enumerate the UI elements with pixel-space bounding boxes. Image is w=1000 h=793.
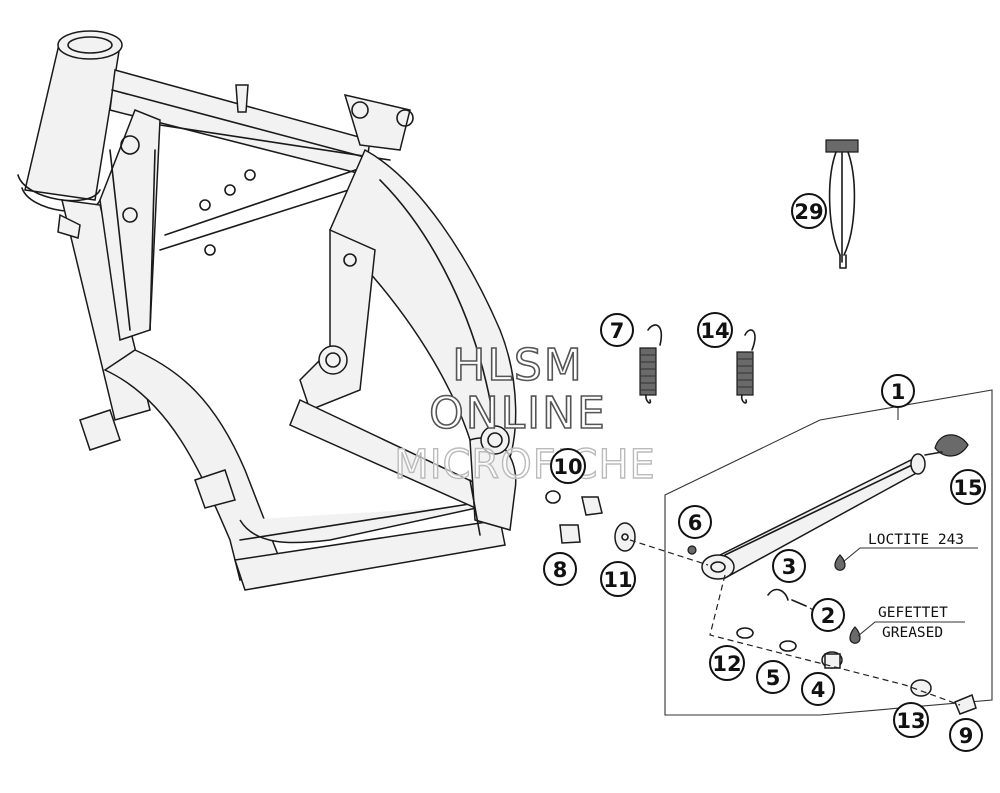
callout-11[interactable]: 11 [600, 561, 636, 597]
callout-5-label: 5 [766, 666, 781, 690]
watermark-line2: ONLINE [429, 388, 607, 439]
callout-6[interactable]: 6 [678, 505, 712, 539]
callout-29-label: 29 [794, 200, 823, 224]
callout-10-label: 10 [553, 455, 582, 479]
callout-12[interactable]: 12 [709, 645, 745, 681]
watermark-line1: HLSM [452, 340, 584, 391]
spring-7-drawing [639, 324, 663, 404]
tool-drawing [825, 139, 859, 269]
callout-7[interactable]: 7 [600, 313, 634, 347]
callout-2[interactable]: 2 [811, 598, 845, 632]
callout-15[interactable]: 15 [950, 469, 986, 505]
callout-14[interactable]: 14 [697, 312, 733, 348]
callout-3-label: 3 [782, 555, 797, 579]
side-stand-drawing [545, 389, 993, 716]
frame-drawing [17, 30, 517, 591]
callout-2-label: 2 [821, 604, 836, 628]
callout-6-label: 6 [688, 511, 703, 535]
callout-1-label: 1 [891, 380, 906, 404]
callout-4[interactable]: 4 [801, 672, 835, 706]
note-greased-de: GEFETTET [878, 605, 948, 621]
callout-3[interactable]: 3 [772, 549, 806, 583]
callout-10[interactable]: 10 [550, 448, 586, 484]
callout-11-label: 11 [603, 568, 632, 592]
note-loctite: LOCTITE 243 [868, 532, 964, 548]
callout-13-label: 13 [896, 709, 925, 733]
spring-14-drawing [736, 329, 756, 404]
callout-8-label: 8 [553, 558, 568, 582]
callout-1[interactable]: 1 [881, 374, 915, 408]
callout-14-label: 14 [700, 319, 729, 343]
callout-29[interactable]: 29 [791, 193, 827, 229]
watermark-line3: MICROFICHE [394, 442, 656, 488]
callout-8[interactable]: 8 [543, 552, 577, 586]
callout-4-label: 4 [811, 678, 826, 702]
note-greased-en: GREASED [882, 625, 943, 641]
callout-9-label: 9 [959, 724, 974, 748]
callout-15-label: 15 [953, 476, 982, 500]
callout-9[interactable]: 9 [949, 718, 983, 752]
callout-5[interactable]: 5 [756, 660, 790, 694]
callout-13[interactable]: 13 [893, 702, 929, 738]
callout-7-label: 7 [610, 319, 625, 343]
callout-12-label: 12 [712, 652, 741, 676]
